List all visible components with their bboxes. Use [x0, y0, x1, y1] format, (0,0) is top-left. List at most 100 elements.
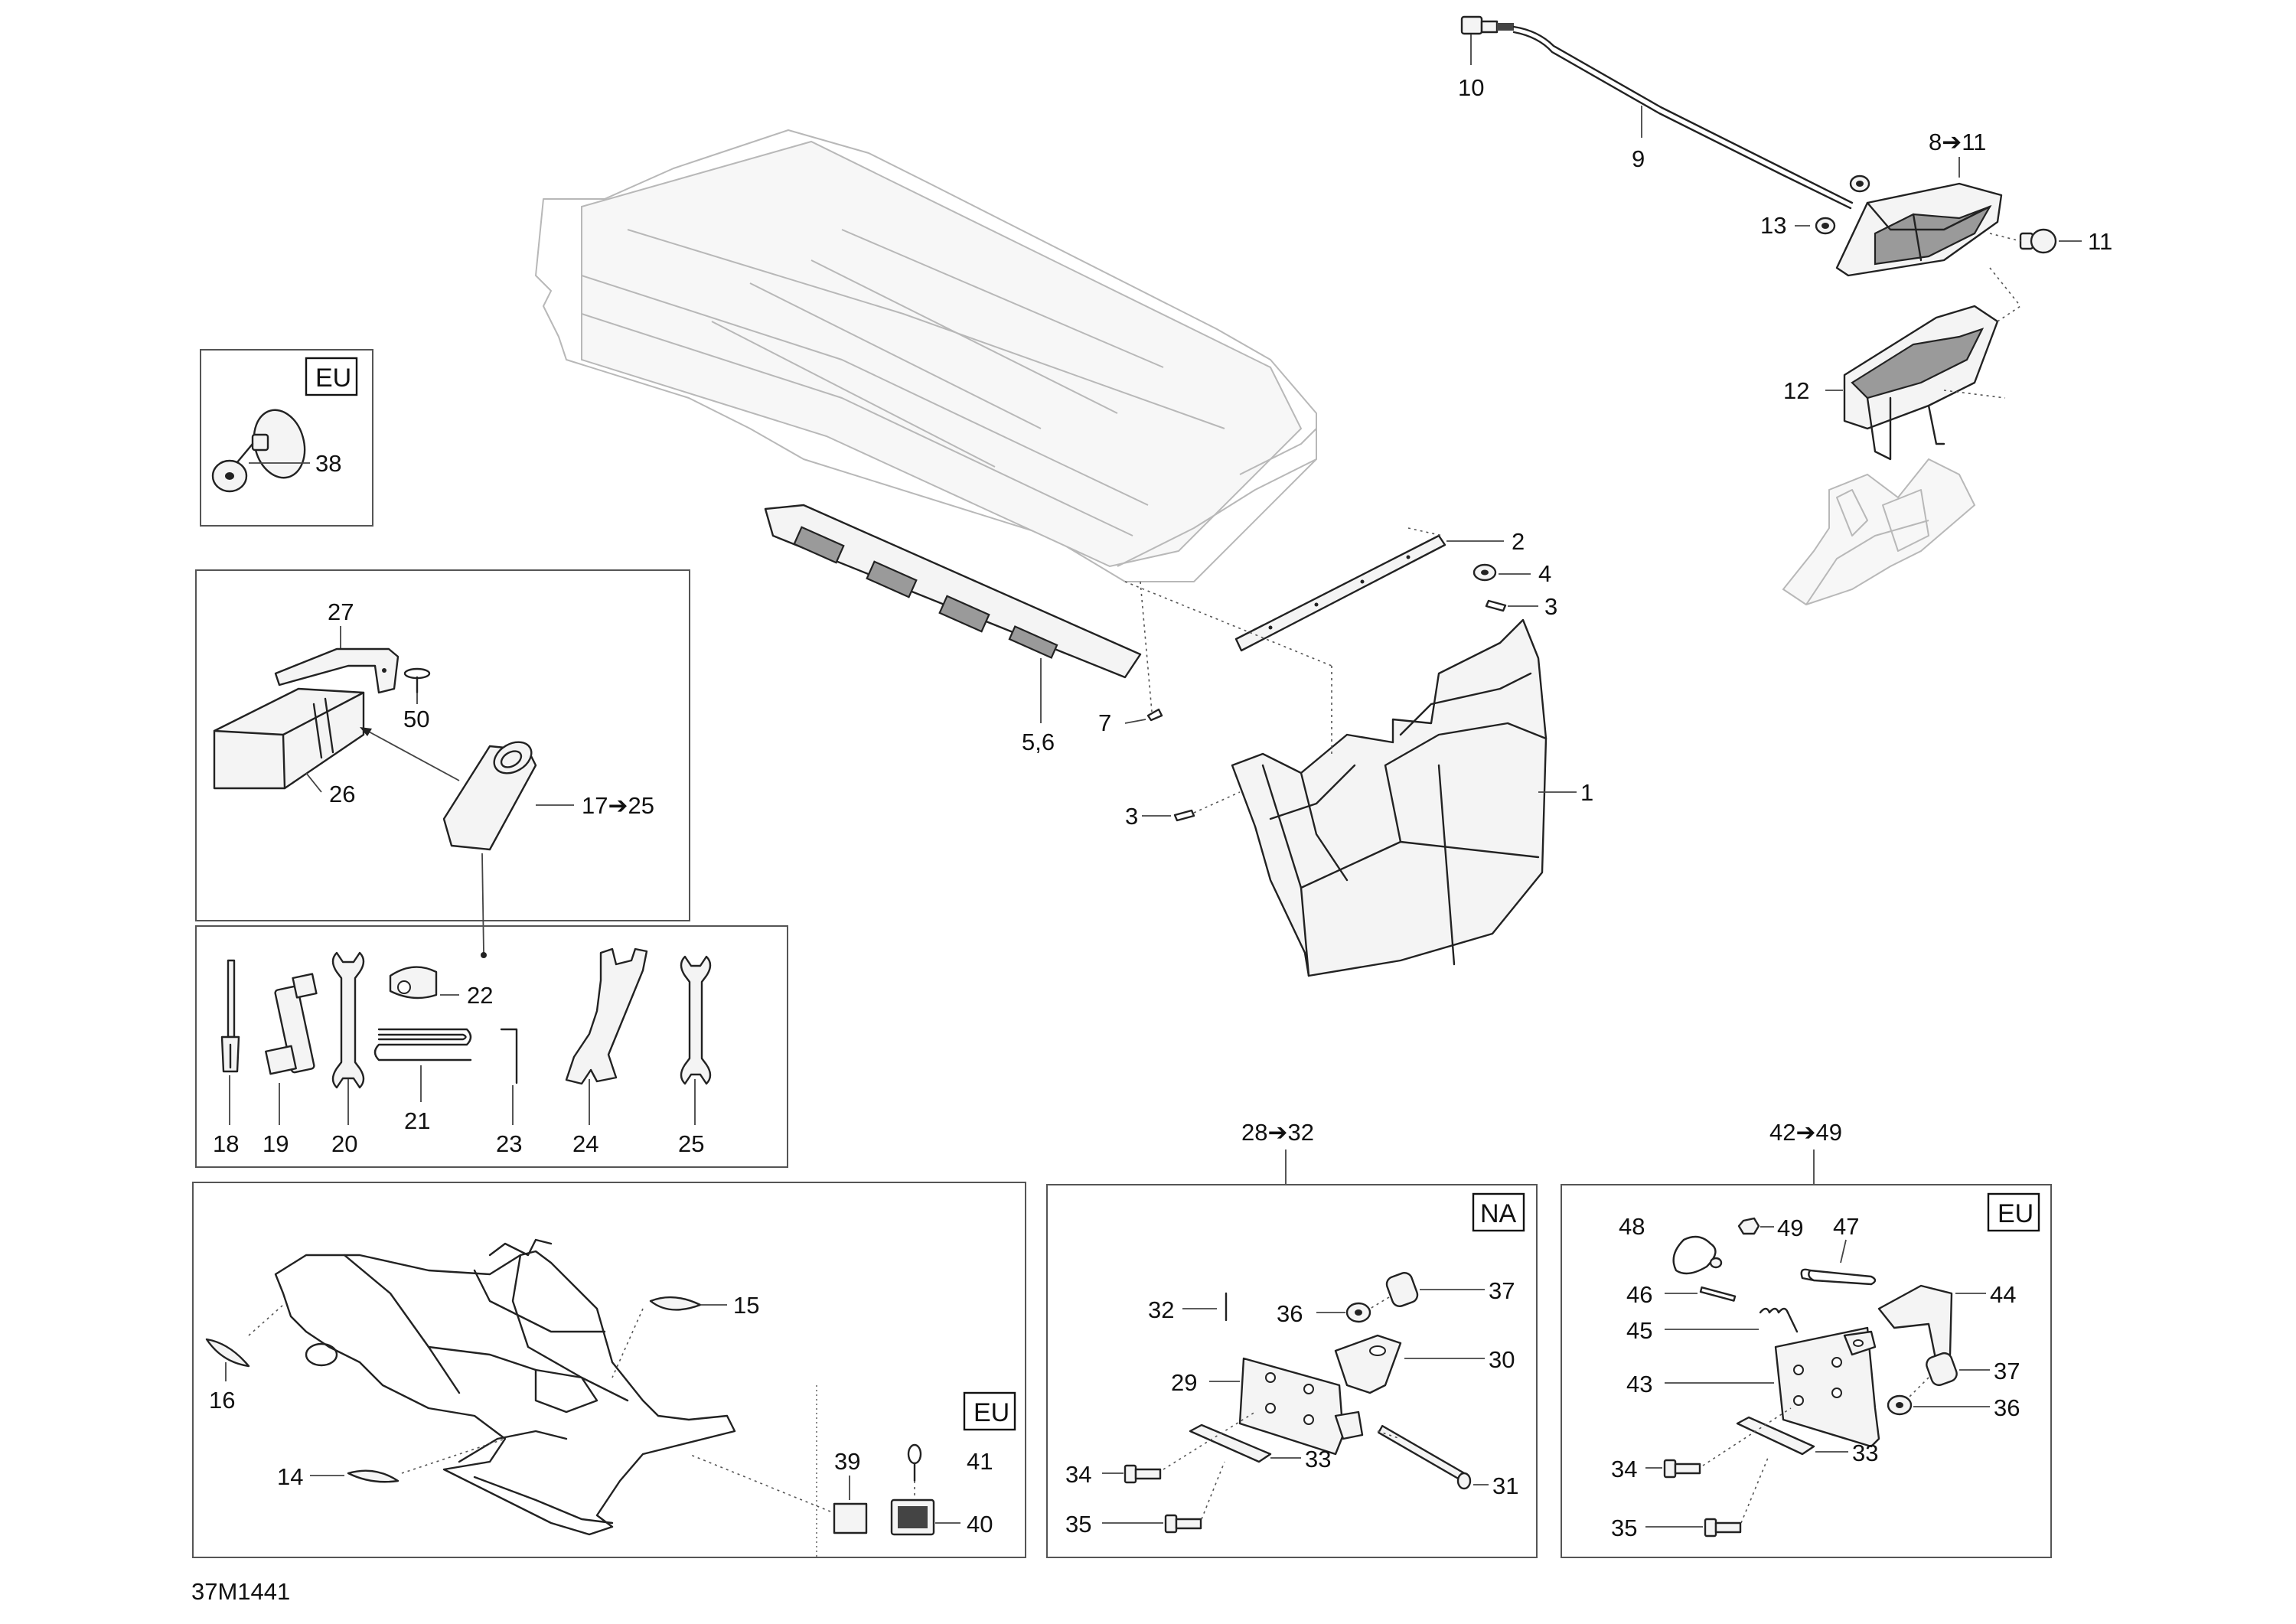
callout-15: 15 — [733, 1292, 759, 1319]
callout-34-na: 34 — [1065, 1461, 1091, 1488]
tag-eu-42-49-text: EU — [1998, 1199, 2033, 1228]
callout-24: 24 — [572, 1130, 598, 1157]
tag-na-28-32-text: NA — [1480, 1199, 1517, 1228]
tag-eu-39-41 — [963, 1391, 1016, 1431]
callout-30: 30 — [1489, 1346, 1515, 1373]
side-trim-strip — [764, 504, 1142, 679]
callout-37-eu: 37 — [1994, 1358, 2020, 1384]
callout-2: 2 — [1512, 528, 1525, 555]
plate-bracket-43 — [1774, 1326, 1880, 1448]
box-38 — [200, 349, 373, 527]
grommet-13 — [1815, 174, 1870, 235]
callout-37-na: 37 — [1489, 1277, 1515, 1304]
callout-33-na: 33 — [1305, 1446, 1331, 1472]
bolt-34-na — [1124, 1464, 1162, 1484]
callout-34-eu: 34 — [1611, 1456, 1637, 1482]
wrench-20 — [331, 951, 365, 1089]
callout-50: 50 — [403, 706, 429, 732]
bolt-35-eu — [1704, 1518, 1742, 1538]
clip-22 — [389, 966, 438, 1000]
starter-rope-21 — [373, 1028, 472, 1061]
callout-29: 29 — [1171, 1369, 1197, 1396]
rear-bracket-outline — [1782, 458, 1976, 606]
callout-47: 47 — [1833, 1213, 1859, 1240]
tag-eu-38 — [305, 357, 358, 396]
callout-41: 41 — [967, 1448, 993, 1475]
callout-33-eu: 33 — [1852, 1440, 1878, 1466]
spark-plug-tool-18 — [220, 959, 240, 1073]
bulb-11 — [2019, 228, 2057, 254]
callout-12: 12 — [1783, 377, 1809, 404]
washer-4 — [1473, 563, 1497, 582]
callout-46: 46 — [1626, 1281, 1652, 1308]
callout-3-top: 3 — [1544, 593, 1557, 620]
nut-49 — [1737, 1217, 1760, 1235]
callout-16: 16 — [209, 1387, 235, 1414]
callout-17-25: 17➔25 — [582, 792, 654, 819]
multi-tool-24 — [565, 947, 648, 1085]
callout-3-lower: 3 — [1125, 803, 1138, 830]
callout-21: 21 — [404, 1107, 430, 1134]
pin-31 — [1378, 1424, 1472, 1490]
callout-14: 14 — [277, 1463, 303, 1490]
plate-bracket-29 — [1238, 1357, 1364, 1456]
callout-22: 22 — [467, 982, 493, 1009]
bracket-30 — [1334, 1334, 1402, 1394]
wrench-25 — [680, 955, 712, 1085]
callout-23: 23 — [496, 1130, 522, 1157]
callout-42-49: 42➔49 — [1769, 1119, 1842, 1146]
callout-43: 43 — [1626, 1371, 1652, 1397]
decal-16 — [205, 1338, 250, 1368]
callout-28-32: 28➔32 — [1241, 1119, 1314, 1146]
mounting-strip-2 — [1234, 534, 1446, 652]
pin-46 — [1699, 1286, 1737, 1302]
box-tool-pouch — [195, 569, 690, 921]
lanyard-48 — [1672, 1235, 1723, 1275]
callout-1: 1 — [1580, 779, 1593, 806]
rivet-3-top — [1485, 599, 1507, 612]
callout-44: 44 — [1990, 1281, 2016, 1308]
callout-45: 45 — [1626, 1317, 1652, 1344]
callout-35-na: 35 — [1065, 1511, 1091, 1538]
clip-27 — [274, 647, 400, 694]
tool-bag-17-25 — [442, 741, 537, 851]
reflector-strip-33-eu — [1736, 1416, 1815, 1456]
bumper-37-eu — [1926, 1352, 1958, 1387]
callout-11: 11 — [2088, 228, 2112, 255]
tag-eu-38-text: EU — [315, 364, 351, 393]
reflector-strip-33-na — [1189, 1423, 1272, 1463]
callout-40: 40 — [967, 1511, 993, 1538]
cover-44 — [1877, 1284, 1953, 1364]
callout-36-na: 36 — [1277, 1300, 1303, 1327]
washer-36-na — [1345, 1302, 1371, 1323]
callout-38: 38 — [315, 450, 341, 477]
callout-39: 39 — [834, 1448, 860, 1475]
light-bracket-12 — [1843, 305, 1999, 461]
tag-eu-39-41-text: EU — [974, 1398, 1009, 1427]
reflector-housing-40 — [890, 1498, 935, 1536]
callout-36-eu: 36 — [1994, 1394, 2020, 1421]
reflector-38 — [211, 409, 306, 493]
connector-10 — [1460, 15, 1514, 35]
screw-7 — [1146, 708, 1163, 722]
decal-14 — [347, 1469, 400, 1483]
callout-18: 18 — [213, 1130, 239, 1157]
callout-35-eu: 35 — [1611, 1515, 1637, 1541]
decal-15 — [649, 1296, 702, 1311]
callout-26: 26 — [329, 781, 355, 807]
bolt-35-na — [1164, 1514, 1202, 1534]
tool-pouch-26 — [213, 687, 365, 790]
push-rivet-50 — [403, 667, 431, 694]
bumper-37-na — [1385, 1272, 1419, 1307]
box-na-28-32 — [1046, 1184, 1538, 1558]
box-vehicle — [192, 1182, 1026, 1558]
tag-na-28-32 — [1472, 1192, 1525, 1232]
callout-8-11: 8➔11 — [1929, 129, 1986, 155]
callout-31: 31 — [1492, 1472, 1518, 1499]
rivet-3-lower — [1173, 809, 1195, 822]
wire-harness-9 — [1512, 25, 1854, 210]
callout-48: 48 — [1619, 1213, 1645, 1240]
tunnel-outline — [535, 129, 1317, 582]
tail-light-housing — [1835, 182, 2003, 277]
